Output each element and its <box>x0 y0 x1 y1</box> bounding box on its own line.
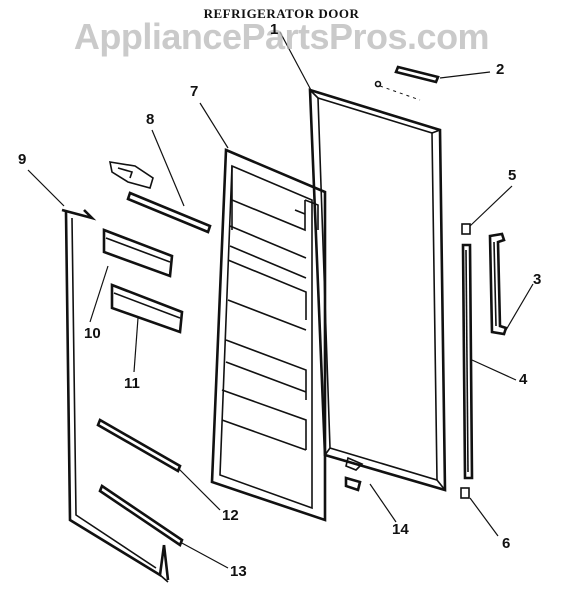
callout-9: 9 <box>18 151 27 168</box>
handle-trim-strip <box>461 243 474 480</box>
inner-door-liner <box>210 148 327 522</box>
retainer-bar-12 <box>96 418 182 473</box>
door-handle <box>488 232 508 336</box>
callout-13: 13 <box>230 563 247 580</box>
callout-7: 7 <box>190 83 199 100</box>
door-shelf-upper <box>102 228 174 278</box>
watermark-text: AppliancePartsPros.com <box>73 16 490 57</box>
retainer-bar-13 <box>98 484 184 547</box>
callout-14: 14 <box>392 521 409 538</box>
door-shelf-lower <box>110 283 184 334</box>
callout-10: 10 <box>84 325 101 342</box>
handle-end-cap-top <box>461 223 471 235</box>
door-stop <box>344 456 364 492</box>
callout-5: 5 <box>508 167 517 184</box>
callout-6: 6 <box>502 535 511 552</box>
shelf-bar-top <box>126 191 212 234</box>
top-hinge-bracket <box>374 65 440 101</box>
handle-end-cap-bottom <box>460 487 470 499</box>
callout-11: 11 <box>124 375 140 392</box>
door-gasket <box>61 208 170 583</box>
door-outer-panel <box>308 88 447 492</box>
callout-3: 3 <box>533 271 542 288</box>
callout-1: 1 <box>270 21 279 38</box>
dairy-compartment <box>108 161 154 189</box>
leader-lines <box>27 31 534 569</box>
callout-8: 8 <box>146 111 155 128</box>
callout-12: 12 <box>222 507 239 524</box>
diagram-title: REFRIGERATOR DOOR <box>203 6 360 21</box>
callout-2: 2 <box>496 61 505 78</box>
callout-4: 4 <box>519 371 528 388</box>
